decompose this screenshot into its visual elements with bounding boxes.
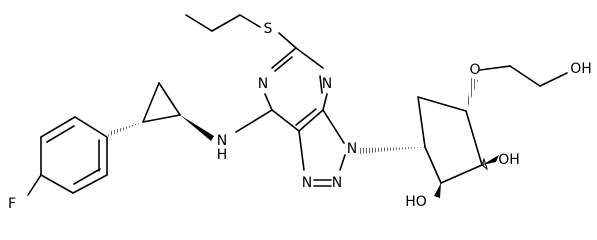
atom-nh-h: H xyxy=(217,147,228,163)
molecule-structure: S N N N N N N H F O OH OH HO xyxy=(8,14,592,212)
bond-c2-n1 xyxy=(271,47,297,69)
bond-cp-c3-c4 xyxy=(465,110,483,166)
bond-n3-c4 xyxy=(322,93,328,111)
bond-c2-n1-double xyxy=(274,56,293,72)
stereo-bonds xyxy=(107,78,499,198)
atom-oh-right: OH xyxy=(498,152,520,168)
bond-propyl-c1-c2 xyxy=(185,14,213,32)
bond-c4-c5 xyxy=(298,109,324,132)
bond-c5-c6 xyxy=(271,109,300,132)
atom-oh-terminal: OH xyxy=(570,61,592,77)
bond-n8-n9 xyxy=(339,154,346,171)
bond-n3-double xyxy=(319,75,323,94)
bond-cyclopropane-a-b xyxy=(158,82,181,116)
bond-c2-n3 xyxy=(295,47,324,69)
hash-c1-n9 xyxy=(360,147,425,154)
bond-s-c2-purine xyxy=(278,32,297,49)
bond-layer xyxy=(27,14,568,196)
atom-n-triazole-1: N xyxy=(302,175,312,191)
bond-phenyl-1-2 xyxy=(74,116,108,138)
bond-propyl-c2-c3 xyxy=(211,14,241,32)
hash-c4-o xyxy=(466,78,478,111)
atom-s: S xyxy=(264,21,273,37)
atom-labels: S N N N N N N H F O OH OH HO xyxy=(8,21,592,212)
bond-ch2-oh xyxy=(539,72,568,87)
wedge-c3-oh-bold xyxy=(482,155,499,165)
atom-ho-bottom: HO xyxy=(405,194,427,210)
bond-cp-c1-c2 xyxy=(424,146,442,184)
bond-phenyl-2-3 xyxy=(40,116,76,138)
bond-cp-c5-c1 xyxy=(417,96,426,148)
bond-c5-n7 xyxy=(298,130,305,171)
bond-c6-nh xyxy=(235,109,273,133)
atom-n-triazole-2: N xyxy=(332,175,342,191)
bond-n1-c6 xyxy=(264,93,273,111)
atom-n-ring-a: N xyxy=(258,76,268,92)
bond-o-ch2 xyxy=(479,65,511,71)
bond-c4-n9 xyxy=(322,109,345,144)
wedge-cyclopropane-nh xyxy=(180,115,214,141)
atom-f: F xyxy=(8,196,16,212)
atom-o-ether: O xyxy=(469,62,480,78)
hash-cyclopropane-phenyl xyxy=(107,122,143,137)
atom-n-ring-c: N xyxy=(347,141,357,157)
atom-n-ring-b: N xyxy=(322,76,332,92)
bond-phenyl-2-3-double xyxy=(46,125,75,143)
wedge-c2-oh xyxy=(434,183,441,198)
bond-cyclopropane-b-c xyxy=(142,82,160,123)
bond-propyl-c3-s xyxy=(239,14,261,28)
bond-phenyl-5-6-double xyxy=(73,168,101,185)
bond-cp-c2-c3 xyxy=(440,164,483,184)
bond-ch2-ch2 xyxy=(509,65,541,87)
bond-phenyl-f xyxy=(27,174,42,196)
bond-phenyl-5-6 xyxy=(72,174,108,194)
bond-cyclopropane-a-c xyxy=(142,114,181,123)
atom-nh-n: N xyxy=(217,133,227,149)
bond-c4-c5-double xyxy=(295,108,317,126)
bond-phenyl-4-5 xyxy=(40,174,74,194)
bond-cp-c4-c5 xyxy=(417,96,467,112)
